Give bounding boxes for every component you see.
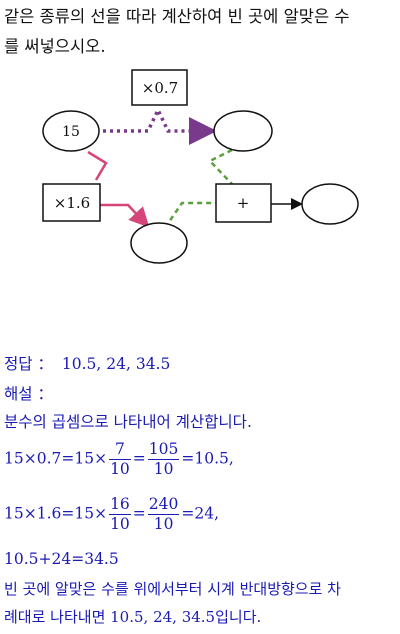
- blank-ellipse-bottom: [130, 222, 188, 264]
- blank-ellipse-right: [301, 183, 359, 225]
- start-value-ellipse: [42, 110, 100, 152]
- explanation-label: 해설 ：: [4, 385, 53, 403]
- pink-solid-line-lower: [98, 203, 150, 228]
- multiply-16-label: ×1.6: [54, 194, 90, 212]
- plus-box: [215, 183, 272, 223]
- plus-label: +: [237, 194, 250, 212]
- multiply-16-box: [42, 183, 101, 222]
- multiply-07-box: [131, 69, 188, 106]
- multiply-07-label: ×0.7: [142, 79, 178, 97]
- explanation-intro: 분수의 곱셈으로 나타내어 계산합니다.: [4, 413, 252, 431]
- equation-3: 10.5+24=34.5: [4, 550, 119, 568]
- start-value-label: 15: [62, 124, 80, 140]
- conclusion-line-2: 례대로 나타내면 10.5, 24, 34.5입니다.: [4, 608, 262, 626]
- conclusion-line-1: 빈 곳에 알맞은 수를 위에서부터 시계 반대방향으로 차: [4, 580, 341, 598]
- question-text: 같은 종류의 선을 따라 계산하여 빈 곳에 알맞은 수 를 써넣으시오.: [4, 2, 396, 62]
- purple-dotted-line: [103, 105, 217, 145]
- question-line-2: 를 써넣으시오.: [4, 37, 106, 56]
- pink-solid-line: [87, 150, 108, 181]
- answer-line: 정답 ： 10.5, 24, 34.5: [4, 352, 170, 374]
- answer-label: 정답 ：: [4, 355, 53, 373]
- answer-values: 10.5, 24, 34.5: [61, 355, 171, 373]
- green-dashed-line-upper: [207, 148, 233, 185]
- blank-ellipse-top: [213, 110, 273, 152]
- question-line-1: 같은 종류의 선을 따라 계산하여 빈 곳에 알맞은 수: [4, 7, 350, 26]
- calculation-diagram: ×0.7 15 ×1.6 +: [42, 69, 359, 264]
